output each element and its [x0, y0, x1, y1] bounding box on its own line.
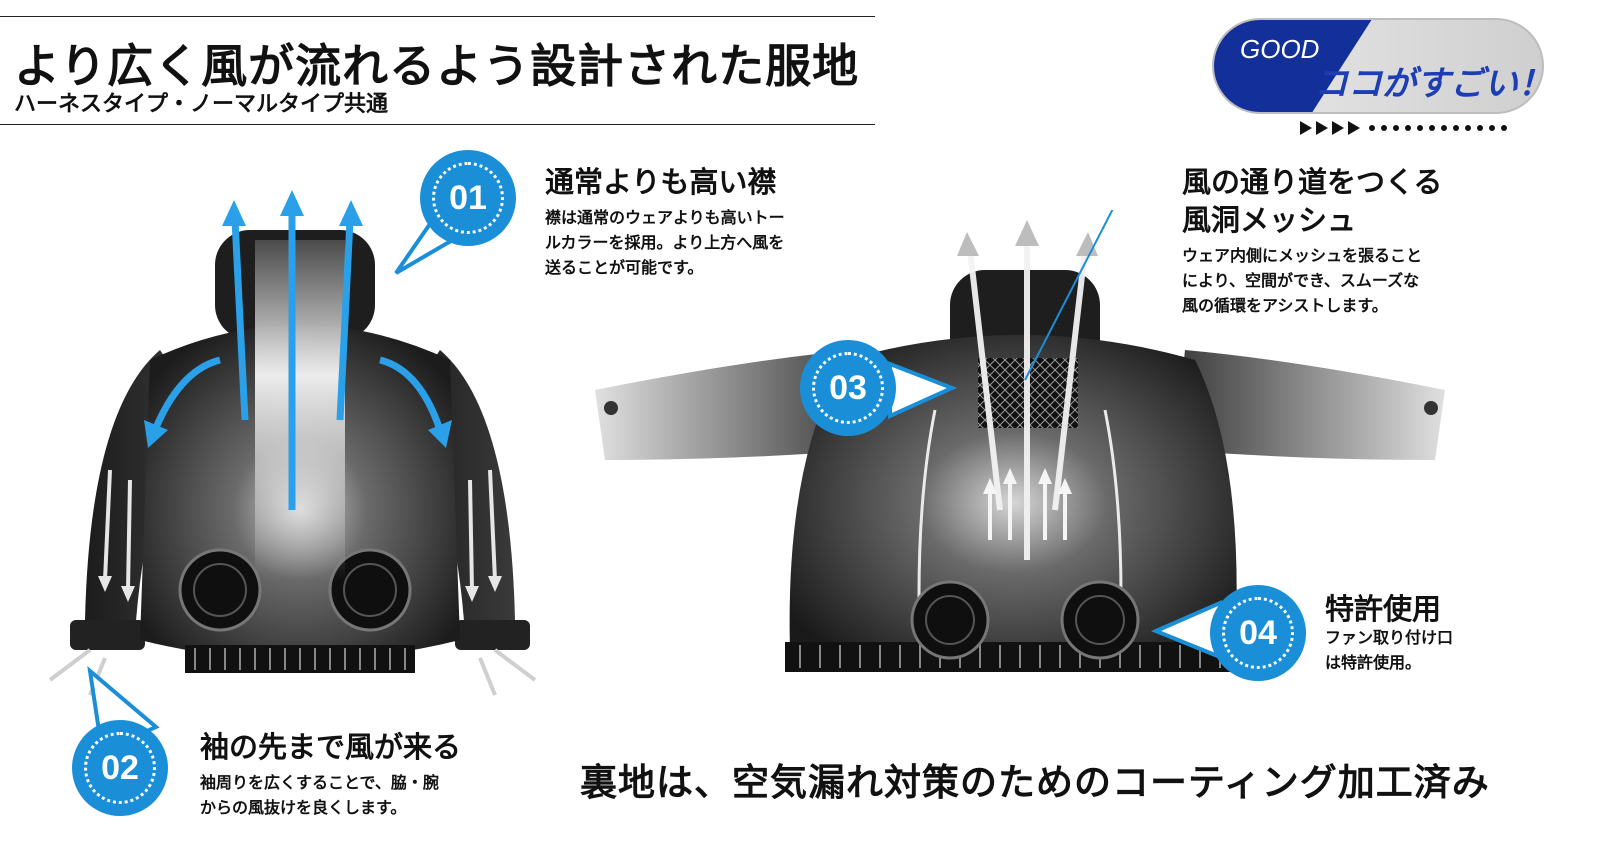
jacket-inner-illustration [595, 210, 1445, 672]
feature-02-number: 02 [101, 749, 139, 787]
feature-04-heading: 特許使用 [1325, 592, 1442, 626]
highlight-main-label: ココがすごい！ [1314, 64, 1544, 104]
feature-03-badge: 03 [800, 340, 896, 436]
feature-02-body-line: からの風抜けを良くします。 [200, 798, 407, 817]
header-top-rule [0, 16, 875, 17]
coating-note: 裏地は、空気漏れ対策のためのコーティング加工済み [580, 761, 1490, 804]
feature-04-body-line: は特許使用。 [1325, 653, 1422, 672]
feature-04-body-line: ファン取り付け口 [1325, 628, 1454, 647]
feature-01-body: 襟は通常のウェアよりも高いトー ルカラーを採用。より上方へ風を 送ることが可能で… [545, 205, 785, 280]
badge-dotted-ring [84, 732, 156, 804]
feature-04-badge: 04 [1210, 585, 1306, 681]
badge-dotted-ring [1222, 597, 1294, 669]
feature-01-body-line: 送ることが可能です。 [545, 258, 704, 277]
feature-02-heading: 袖の先まで風が来る [200, 730, 462, 764]
feature-01-body-line: 襟は通常のウェアよりも高いトー [545, 208, 785, 227]
highlight-badge: GOOD ココがすごい！ [1212, 18, 1544, 114]
badge-dotted-ring [812, 352, 884, 424]
feature-03-body-line: により、空間ができ、スムーズな [1182, 271, 1420, 290]
highlight-good-label: GOOD [1240, 34, 1320, 64]
feature-01-heading: 通常よりも高い襟 [545, 165, 777, 199]
page-subtitle: ハーネスタイプ・ノーマルタイプ共通 [14, 92, 389, 117]
feature-03-heading-line: 風洞メッシュ [1182, 203, 1357, 237]
feature-01-badge: 01 [420, 150, 516, 246]
feature-04-number: 04 [1239, 614, 1277, 652]
feature-03-heading: 風の通り道をつくる 風洞メッシュ [1182, 163, 1442, 239]
feature-01-body-line: ルカラーを採用。より上方へ風を [545, 233, 785, 252]
feature-02-body-line: 袖周りを広くすることで、脇・腕 [200, 773, 439, 792]
feature-02-badge: 02 [72, 720, 168, 816]
page-title: より広く風が流れるよう設計された服地 [14, 39, 860, 93]
feature-02-body: 袖周りを広くすることで、脇・腕 からの風抜けを良くします。 [200, 770, 439, 820]
feature-03-body: ウェア内側にメッシュを張ること により、空間ができ、スムーズな 風の循環をアシス… [1182, 243, 1422, 318]
badge-dotted-ring [432, 162, 504, 234]
header-bottom-rule [0, 124, 875, 125]
feature-03-body-line: 風の循環をアシストします。 [1182, 296, 1388, 315]
feature-04-body: ファン取り付け口 は特許使用。 [1325, 625, 1453, 675]
feature-03-number: 03 [829, 369, 867, 407]
feature-03-body-line: ウェア内側にメッシュを張ること [1182, 246, 1423, 265]
feature-03-heading-line: 風の通り道をつくる [1182, 165, 1443, 199]
jacket-back-illustration [48, 190, 537, 696]
arrow-dots-decoration [1300, 121, 1507, 135]
feature-01-number: 01 [449, 179, 487, 217]
